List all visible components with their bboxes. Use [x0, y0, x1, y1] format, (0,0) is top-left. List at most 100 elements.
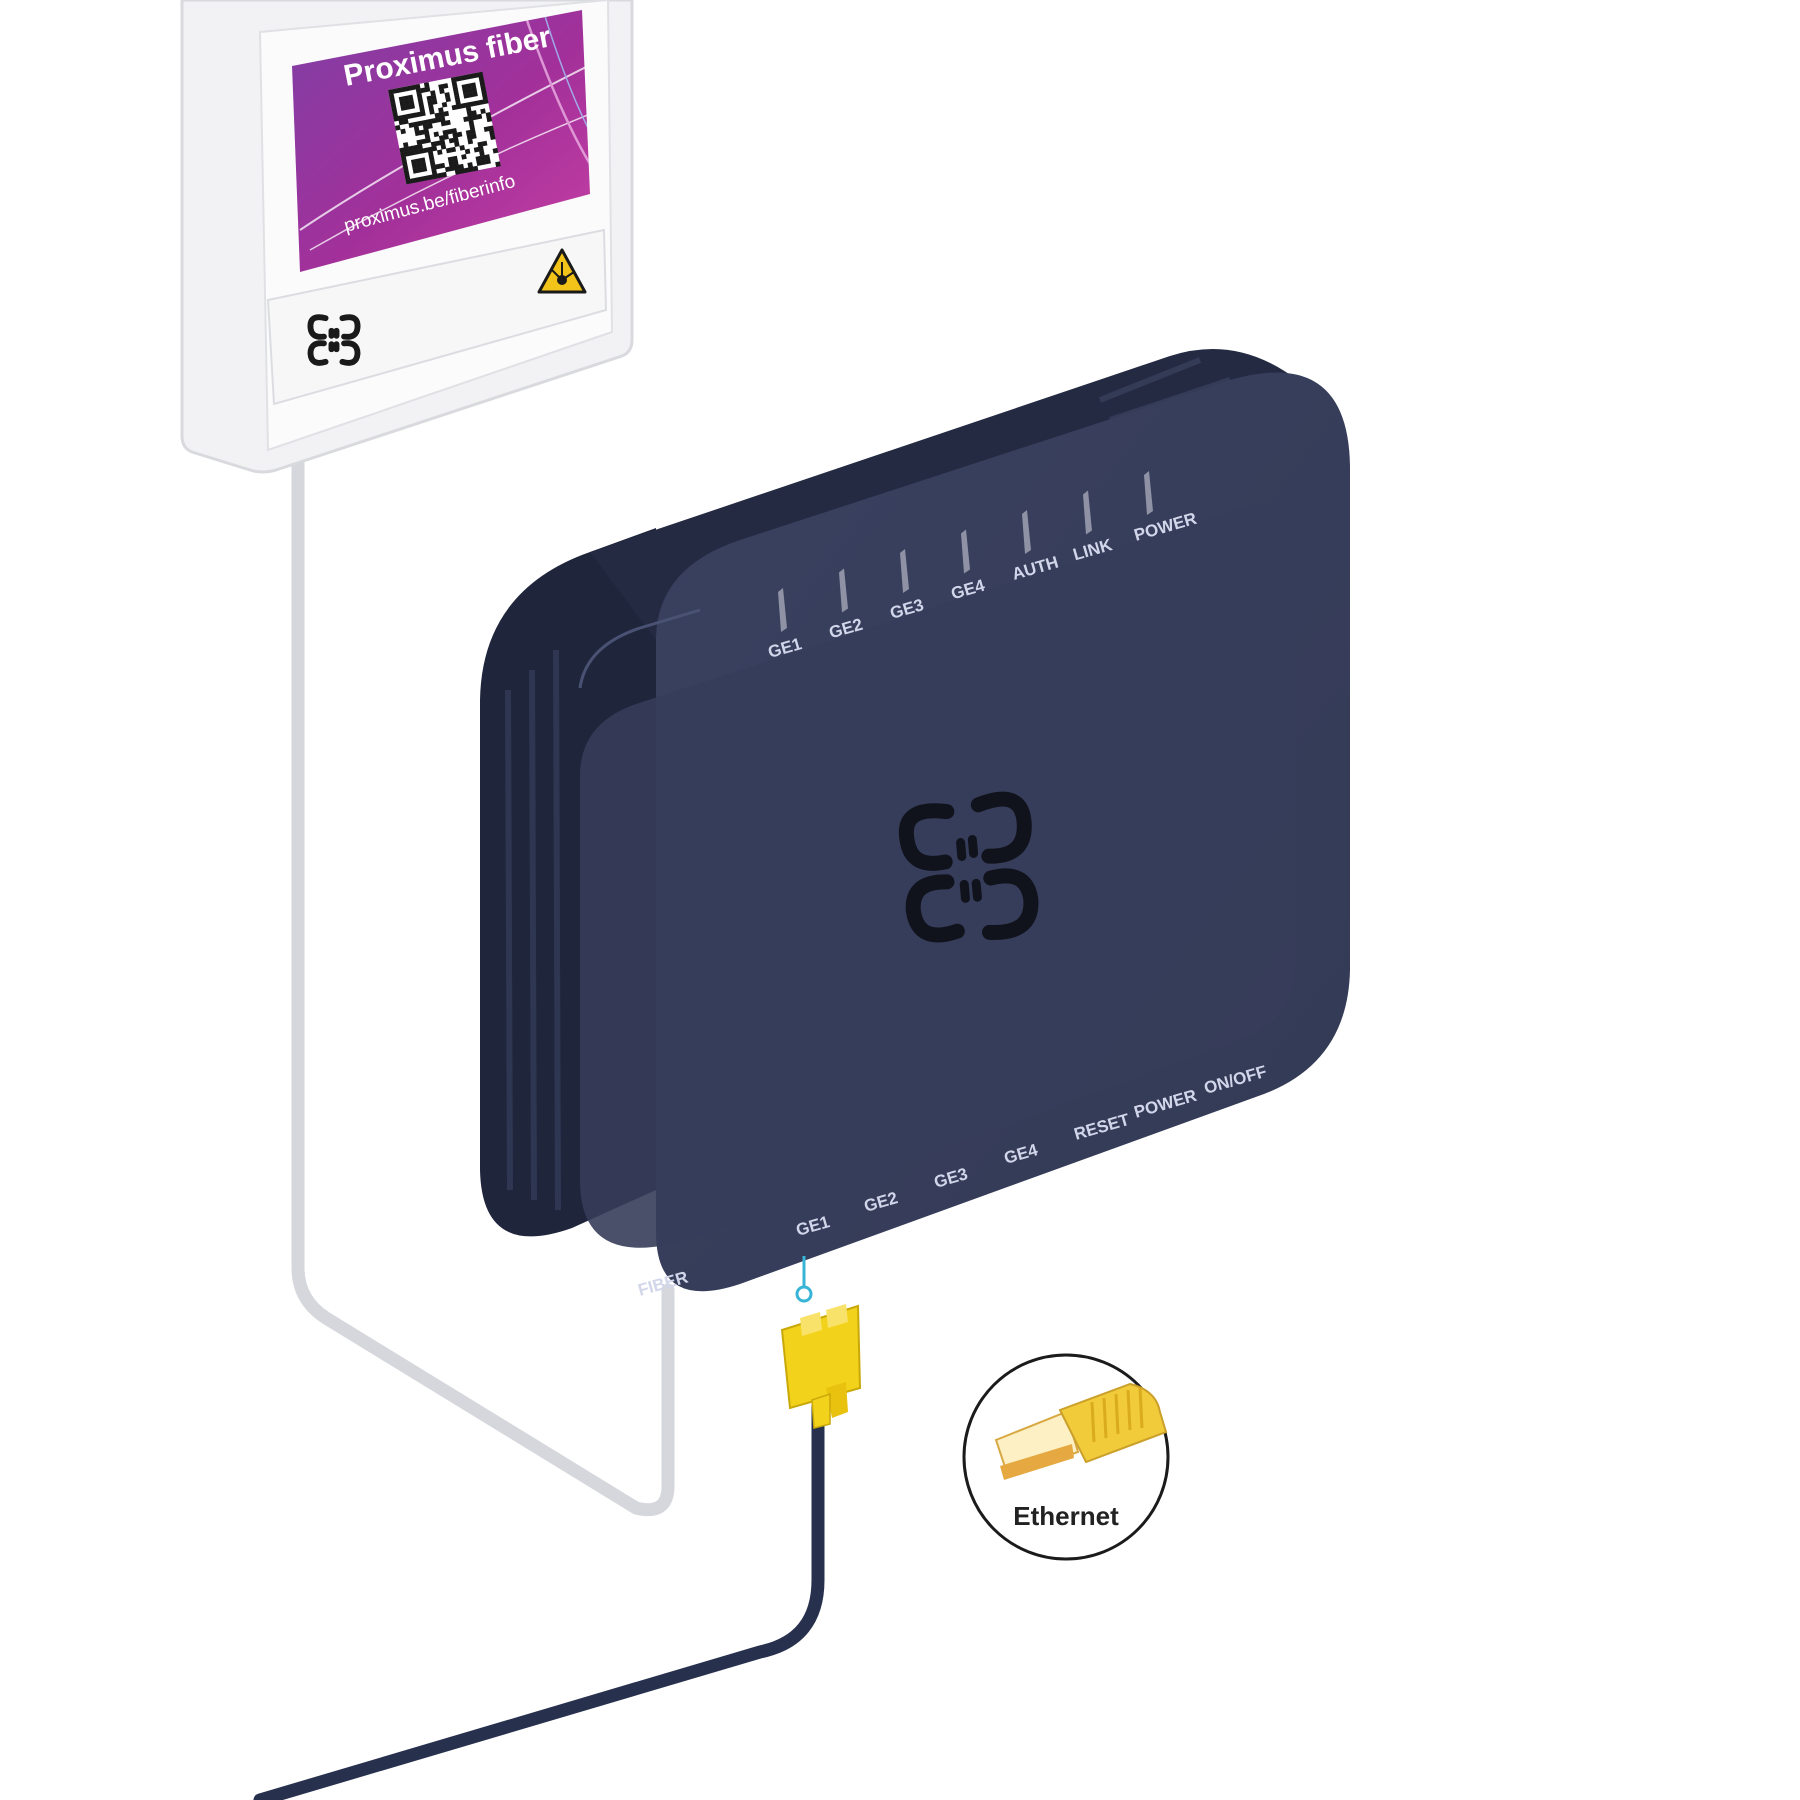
qr-module: [467, 138, 474, 145]
qr-module: [486, 116, 493, 123]
qr-module: [412, 144, 419, 151]
qr-module: [410, 84, 417, 91]
qr-module: [480, 85, 486, 91]
qr-module: [404, 104, 411, 111]
qr-module: [421, 119, 428, 126]
qr-module: [391, 107, 398, 113]
qr-module: [456, 131, 463, 138]
qr-module: [447, 156, 454, 163]
qr-module: [452, 155, 458, 162]
qr-module: [405, 85, 412, 92]
led-indicator: [778, 588, 787, 632]
qr-module: [467, 115, 474, 122]
qr-module: [461, 84, 468, 90]
qr-module: [440, 120, 447, 127]
qr-module: [389, 98, 396, 104]
qr-module: [431, 94, 437, 101]
qr-module: [427, 146, 433, 153]
qr-module: [393, 116, 399, 122]
qr-module: [405, 178, 412, 185]
qr-module: [482, 94, 488, 100]
qr-module: [431, 145, 438, 152]
qr-module: [439, 88, 445, 95]
ethernet-plug: [780, 1304, 862, 1429]
qr-module: [451, 127, 458, 134]
qr-module: [407, 94, 414, 101]
qr-module: [401, 160, 408, 167]
fiber-termination-box: Proximus fiber proximus.be/fiberinfo: [180, 0, 634, 474]
qr-module: [489, 129, 495, 136]
qr-module: [402, 142, 409, 148]
qr-module: [417, 143, 423, 150]
qr-module: [399, 147, 405, 154]
qr-module: [417, 167, 423, 173]
qr-module: [417, 97, 424, 103]
qr-module: [440, 144, 447, 150]
qr-module: [478, 99, 485, 106]
qr-module: [446, 128, 453, 135]
qr-module: [450, 76, 457, 83]
qr-module: [468, 120, 475, 126]
qr-module: [423, 175, 429, 181]
qr-module: [399, 100, 406, 107]
qr-module: [463, 93, 469, 99]
qr-module: [413, 149, 420, 155]
qr-module: [388, 89, 394, 95]
qr-module: [409, 103, 416, 110]
qr-module: [492, 147, 499, 154]
led-indicator: [900, 549, 909, 593]
qr-module: [439, 139, 446, 146]
qr-module: [464, 74, 470, 80]
qr-module: [409, 150, 415, 156]
qr-module: [442, 83, 449, 89]
qr-module: [448, 137, 455, 144]
qr-module: [414, 130, 421, 137]
qr-module: [404, 99, 410, 106]
qr-module: [450, 146, 457, 153]
qr-module: [432, 173, 438, 180]
qr-module: [431, 99, 438, 105]
qr-module: [430, 164, 437, 171]
qr-module: [438, 135, 445, 141]
qr-module: [428, 104, 434, 111]
qr-module: [495, 161, 501, 167]
qr-module: [423, 128, 430, 135]
qr-module: [418, 148, 424, 155]
qr-module: [427, 174, 434, 181]
qr-module: [465, 106, 472, 113]
qr-module: [443, 134, 449, 140]
proximus-logo-icon: [307, 314, 361, 366]
qr-module: [394, 124, 401, 131]
qr-module: [411, 163, 418, 170]
qr-module: [477, 71, 484, 78]
qr-module: [400, 128, 406, 135]
qr-module: [434, 112, 441, 119]
qr-module: [409, 177, 416, 184]
qr-module: [414, 177, 421, 183]
qr-module: [403, 118, 409, 125]
qr-module: [398, 96, 405, 102]
qr-module: [408, 145, 414, 152]
qr-module: [453, 164, 460, 171]
qr-module: [436, 172, 443, 179]
qr-module: [480, 108, 486, 115]
qr-module: [474, 100, 480, 106]
qr-module: [415, 88, 422, 94]
qr-module: [426, 95, 433, 102]
qr-module: [454, 141, 460, 148]
qr-module: [470, 128, 476, 135]
ethernet-callout: Ethernet: [962, 1353, 1170, 1561]
qr-module: [473, 72, 479, 79]
qr-module: [466, 111, 473, 117]
qr-module: [452, 132, 458, 139]
ethernet-plug-icon: [994, 1382, 1168, 1480]
qr-module: [472, 91, 478, 97]
qr-module: [471, 110, 477, 116]
qr-module: [484, 154, 491, 160]
qr-module: [408, 99, 415, 105]
qr-module: [445, 147, 452, 154]
qr-module: [397, 115, 404, 121]
qr-module: [415, 111, 422, 118]
qr-module: [435, 117, 441, 123]
